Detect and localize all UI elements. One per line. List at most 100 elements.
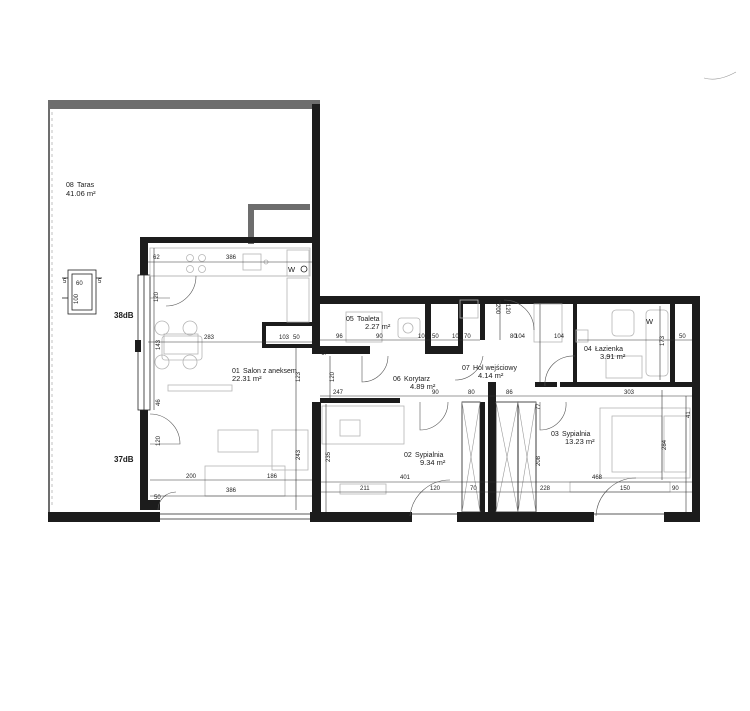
- washer-label-kitchen: W: [288, 265, 296, 274]
- terrace-dim: 60: [76, 281, 83, 287]
- svg-text:120: 120: [430, 486, 441, 492]
- svg-text:243: 243: [296, 449, 302, 460]
- svg-text:10: 10: [452, 334, 459, 340]
- room-label-terrace: 08 Taras 41.06 m²: [66, 182, 96, 198]
- bed-02: [321, 405, 405, 445]
- terrace: 60 100 5 5: [48, 100, 320, 520]
- windows-left: [135, 274, 151, 411]
- svg-text:77: 77: [536, 403, 542, 410]
- acoustic-label-upper: 38dB: [114, 311, 134, 320]
- room-name: Łazienka: [595, 346, 623, 353]
- svg-text:62: 62: [153, 255, 160, 261]
- svg-text:50: 50: [154, 495, 161, 501]
- room-label-hall: 07 Hol wejściowy 4.14 m²: [462, 365, 517, 380]
- svg-text:104: 104: [554, 334, 565, 340]
- svg-text:93: 93: [322, 348, 328, 355]
- svg-text:468: 468: [592, 475, 603, 481]
- room-area: 9.34 m²: [420, 458, 446, 467]
- svg-text:90: 90: [432, 390, 439, 396]
- svg-text:208: 208: [536, 455, 542, 466]
- svg-text:41: 41: [686, 411, 692, 418]
- terrace-planter: [67, 269, 97, 315]
- room-number: 08: [66, 182, 74, 189]
- svg-text:50: 50: [679, 334, 686, 340]
- outer-walls: [48, 104, 700, 522]
- svg-text:50: 50: [293, 335, 300, 341]
- room-label-bedroom-02: 02 Sypialnia 9.34 m²: [404, 452, 446, 467]
- room-area: 22.31 m²: [232, 374, 262, 383]
- terrace-dim: 5: [63, 279, 67, 285]
- room-area: 13.23 m²: [565, 437, 595, 446]
- room-name: Taras: [77, 182, 95, 189]
- room-name: Toaleta: [357, 316, 380, 323]
- room-number: 05: [346, 316, 354, 323]
- svg-text:46: 46: [156, 399, 162, 406]
- cooktop-burner: [186, 254, 194, 262]
- svg-text:303: 303: [624, 390, 635, 396]
- svg-text:247: 247: [333, 390, 344, 396]
- room-area: 41.06 m²: [66, 189, 96, 198]
- room-label-corridor: 06 Korytarz 4.89 m²: [393, 376, 436, 391]
- svg-text:90: 90: [376, 334, 383, 340]
- svg-text:143: 143: [156, 339, 162, 350]
- dining-table: [163, 333, 199, 355]
- terrace-left-edge: [48, 100, 50, 520]
- svg-text:211: 211: [360, 486, 370, 492]
- svg-text:120: 120: [330, 371, 336, 382]
- svg-text:103: 103: [279, 335, 290, 341]
- terrace-dim: 5: [98, 279, 102, 285]
- room-area: 2.27 m²: [365, 322, 391, 331]
- svg-text:10: 10: [418, 334, 425, 340]
- bathtub: [645, 309, 669, 377]
- dimension-lines: [148, 248, 692, 512]
- svg-text:200: 200: [186, 474, 197, 480]
- svg-text:284: 284: [662, 439, 668, 450]
- room-number: 04: [584, 346, 592, 353]
- svg-text:80: 80: [468, 390, 475, 396]
- svg-text:150: 150: [620, 486, 631, 492]
- svg-text:120: 120: [154, 291, 160, 302]
- corner-mark: [703, 71, 737, 80]
- room-label-toilet: 05 Toaleta 2.27 m²: [346, 316, 391, 331]
- washer-label-bathroom: W: [646, 317, 654, 326]
- room-number: 03: [551, 431, 559, 438]
- room-area: 3.91 m²: [600, 352, 626, 361]
- cooktop-burner: [198, 254, 206, 262]
- svg-text:386: 386: [226, 255, 237, 261]
- svg-text:123: 123: [296, 371, 302, 382]
- toilet-bowl: [402, 322, 414, 334]
- cooktop-burner: [186, 265, 194, 273]
- room-label-salon: 01 Salon z aneksem 22.31 m²: [232, 368, 297, 383]
- room-label-bathroom: 04 Łazienka 3.91 m²: [584, 346, 626, 361]
- room-name: Salon z aneksem: [243, 368, 297, 375]
- room-number: 06: [393, 376, 401, 383]
- svg-text:401: 401: [400, 475, 411, 481]
- room-number: 02: [404, 452, 412, 459]
- sofa: [204, 465, 286, 497]
- cooktop-burner: [198, 265, 206, 273]
- svg-text:104: 104: [515, 334, 526, 340]
- svg-text:386: 386: [226, 488, 237, 494]
- svg-text:228: 228: [540, 486, 551, 492]
- windows-bottom: [160, 511, 664, 523]
- svg-text:120: 120: [504, 304, 510, 315]
- svg-text:86: 86: [506, 390, 513, 396]
- room-name: Korytarz: [404, 376, 431, 383]
- svg-text:70: 70: [470, 486, 477, 492]
- svg-text:235: 235: [326, 451, 332, 462]
- room-name: Sypialnia: [415, 452, 444, 459]
- room-area: 4.89 m²: [410, 382, 436, 391]
- svg-text:50: 50: [432, 334, 439, 340]
- svg-text:200: 200: [494, 304, 500, 315]
- svg-text:90: 90: [672, 486, 679, 492]
- svg-text:173: 173: [660, 335, 666, 346]
- doors: [149, 275, 637, 517]
- bed-03: [599, 407, 691, 479]
- acoustic-label-lower: 37dB: [114, 455, 134, 464]
- room-number: 07: [462, 365, 470, 372]
- room-name: Sypialnia: [562, 431, 591, 438]
- interior-walls: [262, 304, 692, 403]
- svg-text:96: 96: [336, 334, 343, 340]
- svg-text:120: 120: [156, 435, 162, 446]
